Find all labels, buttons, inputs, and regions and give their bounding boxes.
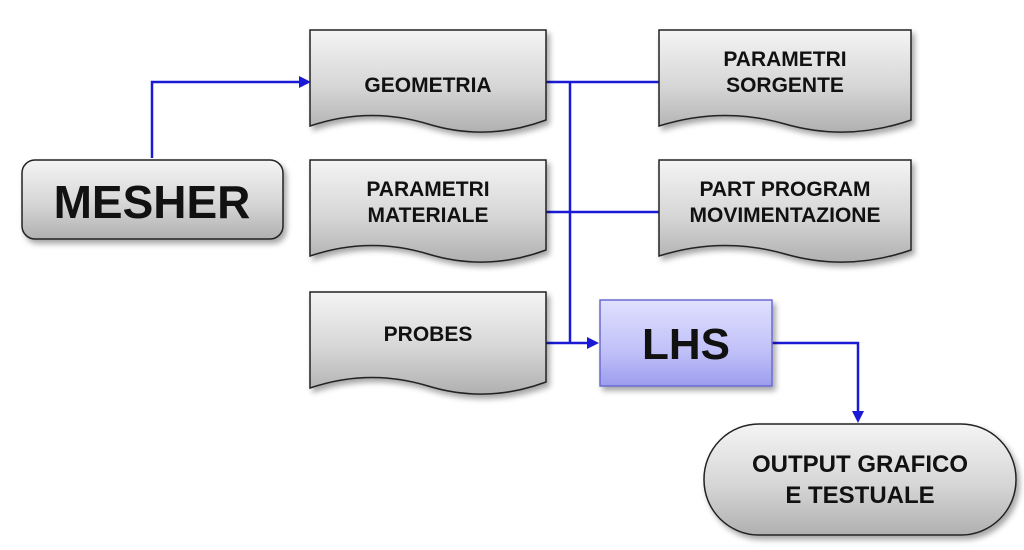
node-lhs: LHS [599, 299, 773, 387]
arrowhead-lhs [587, 337, 599, 349]
node-geometria-label: GEOMETRIA [364, 74, 491, 97]
node-parametri-materiale-label-1: PARAMETRI [366, 178, 489, 201]
node-parametri-materiale: PARAMETRI MATERIALE [309, 159, 547, 263]
connector-mesher-geometria [150, 80, 300, 158]
node-output-label-2: E TESTUALE [785, 482, 934, 509]
node-part-program-label-2: MOVIMENTAZIONE [690, 204, 881, 227]
arrowhead-geometria [299, 76, 311, 88]
node-mesher: MESHER [21, 159, 284, 240]
node-parametri-materiale-label-2: MATERIALE [368, 204, 489, 227]
node-output: OUTPUT GRAFICO E TESTUALE [703, 423, 1017, 536]
arrowhead-output [852, 411, 864, 423]
node-parametri-sorgente-label-2: SORGENTE [726, 74, 844, 97]
node-probes: PROBES [309, 291, 547, 395]
node-part-program-label-1: PART PROGRAM [699, 178, 870, 201]
node-lhs-label: LHS [642, 320, 730, 369]
connector-lhs-output [772, 341, 860, 412]
node-geometria: GEOMETRIA [309, 29, 547, 133]
node-parametri-sorgente-label-1: PARAMETRI [723, 48, 846, 71]
node-part-program: PART PROGRAM MOVIMENTAZIONE [658, 159, 912, 263]
node-parametri-sorgente: PARAMETRI SORGENTE [658, 29, 912, 133]
connectors [150, 76, 864, 423]
node-probes-label: PROBES [384, 323, 473, 346]
node-output-label-1: OUTPUT GRAFICO [752, 451, 968, 478]
node-mesher-label: MESHER [54, 176, 251, 228]
